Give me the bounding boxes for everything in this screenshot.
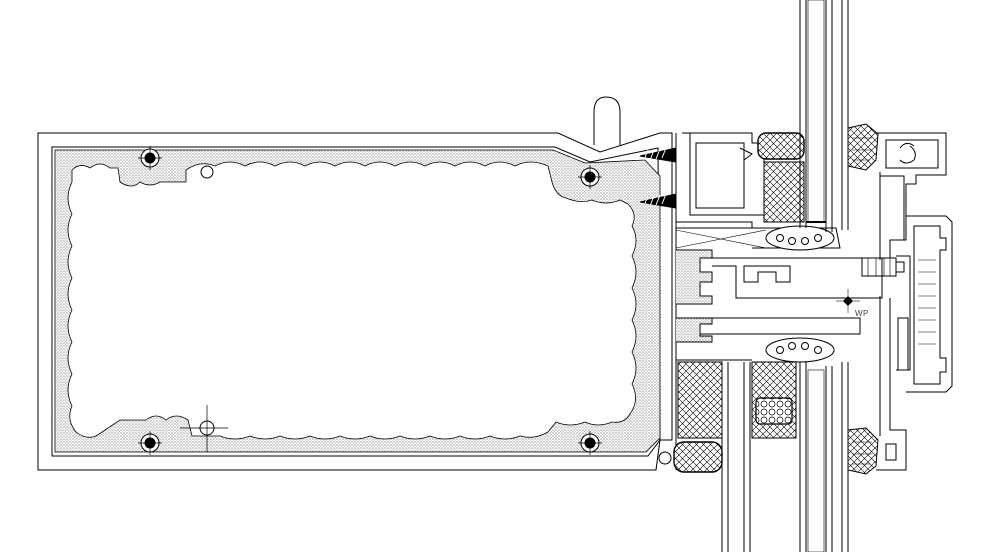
drain-hole-top: [200, 165, 214, 179]
setting-block-lower: [765, 337, 835, 363]
insulation-block-bottom: [677, 361, 723, 439]
tube-outer-contour: [37, 132, 673, 471]
wedge-gasket-top: [847, 123, 879, 171]
bracket-profile: [675, 132, 883, 470]
tube-wall-fill: [54, 149, 661, 453]
glass-pane-lower: [721, 362, 849, 552]
pressure-plate: [876, 132, 947, 471]
t-slot-keyway: [676, 249, 713, 305]
screw-port-bottom-right: [578, 431, 602, 455]
setting-block-upper: [675, 225, 835, 251]
wedge-gasket-bottom: [847, 427, 879, 475]
work-point-marker: WP: [836, 289, 869, 318]
screw-port-top-right: [578, 165, 602, 189]
exterior-cover-cap: [896, 215, 953, 393]
drain-hole-bottom: [180, 405, 228, 452]
spacer-bar-bottom: [751, 361, 797, 439]
work-point-label: WP: [855, 309, 869, 318]
screw-port-bottom-left: [138, 431, 162, 455]
screw-port-top-left: [138, 146, 162, 170]
gasket-top-black: [757, 132, 805, 160]
glass-pane-upper: [799, 0, 849, 232]
gasket-bottom-black: [658, 441, 723, 473]
main-aluminium-tube: [37, 96, 677, 471]
insulation-block-top: [763, 161, 805, 223]
through-bolt: [861, 257, 905, 277]
top-lug: [593, 96, 621, 145]
